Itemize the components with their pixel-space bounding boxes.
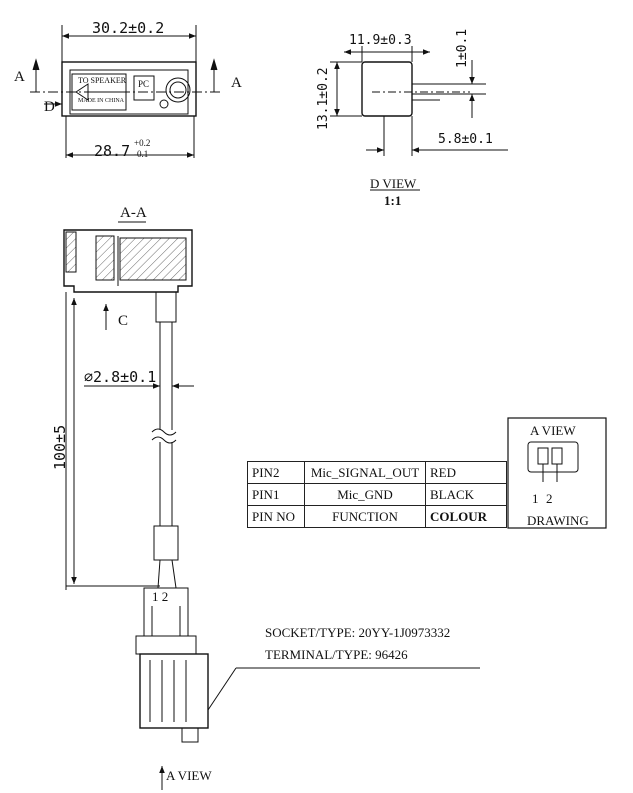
a-view-bottom-label: A VIEW — [166, 768, 212, 783]
cable-length-dimension: 100±5 — [51, 424, 69, 470]
table-cell: PIN NO — [247, 505, 305, 528]
table-cell: PIN1 — [247, 483, 305, 506]
section-title: A-A — [120, 205, 147, 221]
socket-type-note: SOCKET/TYPE: 20YY-1J0973332 — [265, 625, 451, 640]
side-top-dimension: 1±0.1 — [455, 28, 470, 68]
table-cell: RED — [425, 461, 507, 484]
bottom-width-value: 28.7 — [94, 142, 131, 160]
connector — [135, 587, 480, 790]
device-label-speaker: TO SPEAKER — [78, 76, 127, 85]
top-width-dimension: 30.2±0.2 — [92, 19, 165, 37]
d-view-scale: 1:1 — [384, 193, 402, 208]
device-label-pc: PC — [138, 79, 150, 89]
table-cell: BLACK — [425, 483, 507, 506]
a-view-pin-2: 2 — [546, 491, 553, 506]
section-marker-right: A — [231, 75, 242, 91]
d-view-marker: D — [44, 99, 55, 115]
table-row: PIN NO FUNCTION COLOUR — [247, 505, 507, 528]
connector-pin-numbers: 1 2 — [152, 589, 169, 604]
a-view-box — [507, 417, 607, 529]
table-cell: FUNCTION — [304, 505, 426, 528]
cable-diameter-dimension: ∅2.8±0.1 — [84, 368, 157, 386]
tolerance-upper: +0.2 — [134, 138, 151, 148]
d-view — [330, 46, 508, 191]
table-row: PIN1 Mic_GND BLACK — [247, 483, 507, 506]
tolerance-lower: -0.1 — [134, 149, 149, 159]
table-cell: Mic_GND — [304, 483, 426, 506]
top-view — [30, 25, 220, 158]
table-cell: COLOUR — [425, 505, 507, 528]
side-bottom-dimension: 5.8±0.1 — [438, 132, 493, 147]
a-view-box-title: A VIEW — [530, 423, 576, 438]
d-view-title: D VIEW — [370, 176, 417, 191]
terminal-type-note: TERMINAL/TYPE: 96426 — [265, 647, 408, 662]
table-cell: Mic_SIGNAL_OUT — [304, 461, 426, 484]
table-row: PIN2 Mic_SIGNAL_OUT RED — [247, 461, 507, 484]
section-aa — [63, 221, 194, 590]
pin-table: PIN2 Mic_SIGNAL_OUT RED PIN1 Mic_GND BLA… — [247, 461, 507, 528]
section-marker-left: A — [14, 69, 25, 85]
side-height-dimension: 13.1±0.2 — [316, 67, 331, 130]
a-view-box-caption: DRAWING — [527, 513, 589, 528]
side-width-dimension: 11.9±0.3 — [349, 33, 412, 48]
device-label-origin: MADE IN CHINA — [78, 98, 124, 104]
a-view-pin-1: 1 — [532, 491, 539, 506]
view-c-marker: C — [118, 313, 129, 329]
table-cell: PIN2 — [247, 461, 305, 484]
